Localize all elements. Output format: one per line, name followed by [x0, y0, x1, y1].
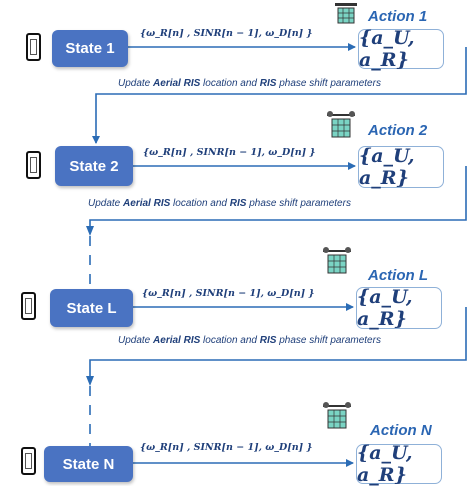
- state-L-box: State L: [50, 289, 133, 327]
- drone-ris-icon: [323, 247, 351, 274]
- flow-diagram: [86, 43, 467, 467]
- feedback-arrow-2: [89, 166, 467, 228]
- observation-label-N: {ω_R[n] , SINR[n − 1], ω_D[n] }: [140, 442, 313, 453]
- action-N-value: {a_U, a_R}: [357, 442, 413, 486]
- phone-icon: [26, 151, 41, 179]
- update-caption-2: Update Aerial RIS location and RIS phase…: [88, 198, 351, 209]
- observation-label-2: {ω_R[n] , SINR[n − 1], ω_D[n] }: [143, 147, 316, 158]
- phone-icon: [26, 33, 41, 61]
- action-L-title: Action L: [368, 267, 428, 284]
- action-2-box: {a_U, a_R}: [358, 145, 444, 189]
- update-caption-3: Update Aerial RIS location and RIS phase…: [118, 335, 381, 346]
- feedback-arrow-3: [89, 307, 467, 378]
- action-N-box: {a_U, a_R}: [356, 442, 442, 486]
- feedback-arrow-2-head: [86, 226, 94, 236]
- state-N-box: State N: [44, 446, 133, 482]
- state-N-label: State N: [62, 455, 115, 473]
- action-L-box: {a_U, a_R}: [356, 286, 442, 330]
- action-1-box: {a_U, a_R}: [358, 27, 444, 71]
- state-2-label: State 2: [69, 157, 119, 175]
- feedback-arrow-3-head: [86, 376, 94, 386]
- state-2-box: State 2: [55, 146, 133, 186]
- action-1-value: {a_U, a_R}: [359, 27, 415, 71]
- update-caption-1: Update Aerial RIS location and RIS phase…: [118, 78, 381, 89]
- action-L-value: {a_U, a_R}: [357, 286, 413, 330]
- feedback-arrow-1: [92, 47, 467, 144]
- drone-ris-icon: [323, 402, 351, 429]
- observation-label-L: {ω_R[n] , SINR[n − 1], ω_D[n] }: [142, 288, 315, 299]
- action-1-title: Action 1: [368, 8, 428, 25]
- drone-ris-icon: [327, 111, 355, 138]
- phone-icon: [21, 447, 36, 475]
- phone-icon: [21, 292, 36, 320]
- action-N-title: Action N: [370, 422, 432, 439]
- observation-label-1: {ω_R[n] , SINR[n − 1], ω_D[n] }: [140, 28, 313, 39]
- state-1-box: State 1: [52, 30, 128, 67]
- drone-ris-icon: [335, 3, 357, 24]
- action-2-title: Action 2: [368, 122, 428, 139]
- state-1-label: State 1: [65, 40, 115, 57]
- action-2-value: {a_U, a_R}: [359, 145, 415, 189]
- state-L-label: State L: [66, 299, 117, 317]
